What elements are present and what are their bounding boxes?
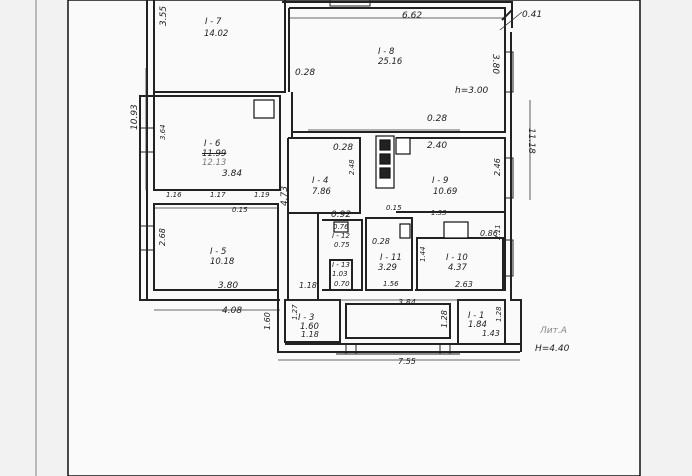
room-8-area: 25.16 (378, 57, 403, 67)
dim-4-08: 4.08 (222, 306, 243, 316)
room-8-label: I - 8 (378, 47, 395, 57)
dim-4-73: 4.73 (280, 185, 290, 206)
entrance-steps (336, 344, 460, 355)
dim-10-93: 10.93 (130, 104, 140, 130)
dim-1-28-b: 1.28 (495, 306, 503, 322)
dim-1-44: 1.44 (419, 246, 427, 262)
paper (67, 0, 641, 476)
dimension-lines (145, 11, 531, 361)
dim-2-63: 2.63 (455, 280, 473, 289)
room-7-area: 14.02 (204, 29, 229, 39)
dim-0-76: 0.76 (333, 223, 349, 231)
dim-3-84: 3.84 (222, 169, 243, 179)
room-13-area: 1.03 (332, 270, 348, 278)
dim-7-55: 7.55 (398, 357, 416, 366)
dim-0-70: 0.70 (334, 280, 350, 288)
dim-1-27: 1.27 (291, 304, 299, 320)
dim-0-28-c: 0.28 (427, 114, 448, 124)
dim-1-17: 1.17 (210, 191, 226, 199)
dim-1-33: 1.33 (431, 209, 447, 217)
room-1-label: I - 1 (468, 311, 485, 321)
lit-label: Лит.А (540, 326, 567, 336)
room-10-label: I - 10 (446, 253, 468, 263)
room-5-label: I - 5 (210, 247, 227, 257)
room-6-area-corrected: 12.13 (202, 158, 227, 168)
dim-0-28-a: 0.28 (295, 68, 316, 78)
dim-1-56: 1.56 (383, 280, 399, 288)
dim-0-86: 0.86 (480, 229, 498, 238)
dim-0-41: 0.41 (522, 10, 543, 20)
dim-2-11: 2.11 (494, 224, 502, 240)
dim-h: h=3.00 (455, 86, 489, 96)
dim-3-64: 3.64 (159, 124, 167, 140)
room-9-area: 10.69 (433, 187, 458, 197)
dim-3-80-bottom: 3.80 (218, 281, 239, 291)
dim-2-48: 2.48 (348, 159, 356, 175)
room-6-label: I - 6 (204, 139, 221, 149)
room-4-label: I - 4 (312, 176, 329, 186)
dim-0-28-d: 0.28 (372, 237, 390, 246)
walls (139, 0, 522, 353)
room-12-label: I - 12 (332, 232, 350, 240)
dim-1-43: 1.43 (482, 329, 500, 338)
dim-1-19: 1.19 (254, 191, 270, 199)
dim-1-28: 1.28 (440, 310, 449, 328)
dim-0-15-a: 0.15 (232, 206, 248, 214)
dim-0-92: 0.92 (331, 210, 352, 220)
dim-3-84-b: 3.84 (398, 298, 416, 307)
room-6-area: 11.99 (202, 149, 227, 159)
room-3-area: 1.60 (300, 322, 319, 332)
dim-0-28-b: 0.28 (333, 143, 354, 153)
room-11-label: I - 11 (380, 253, 402, 263)
room-12-area: 0.75 (334, 241, 350, 249)
dim-h2: H=4.40 (535, 344, 570, 354)
dim-11-18: 11.18 (526, 128, 536, 154)
room-1-area: 1.84 (468, 320, 487, 330)
room-11-area: 3.29 (378, 263, 397, 273)
dim-3-80-right: 3.80 (490, 54, 500, 75)
room-9-label: I - 9 (432, 176, 449, 186)
room-4-area: 7.86 (312, 187, 331, 197)
room-5-area: 10.18 (210, 257, 235, 267)
room-3-label: I - 3 (298, 313, 315, 323)
dim-2-40: 2.40 (427, 141, 448, 151)
room-10-area: 4.37 (448, 263, 467, 273)
fixtures (253, 99, 469, 239)
dim-1-18-a: 1.18 (299, 281, 317, 290)
room-7-label: I - 7 (205, 17, 222, 27)
dim-2-46: 2.46 (493, 158, 502, 176)
dim-0-15-b: 0.15 (386, 204, 402, 212)
dim-1-18-b: 1.18 (301, 330, 319, 339)
dim-2-68: 2.68 (158, 228, 167, 246)
dim-3-55: 3.55 (159, 5, 169, 26)
room-13-label: I - 13 (332, 261, 350, 269)
dim-1-60: 1.60 (263, 312, 272, 330)
dim-6-62: 6.62 (402, 11, 423, 21)
windows (139, 0, 514, 277)
dim-1-16: 1.16 (166, 191, 182, 199)
